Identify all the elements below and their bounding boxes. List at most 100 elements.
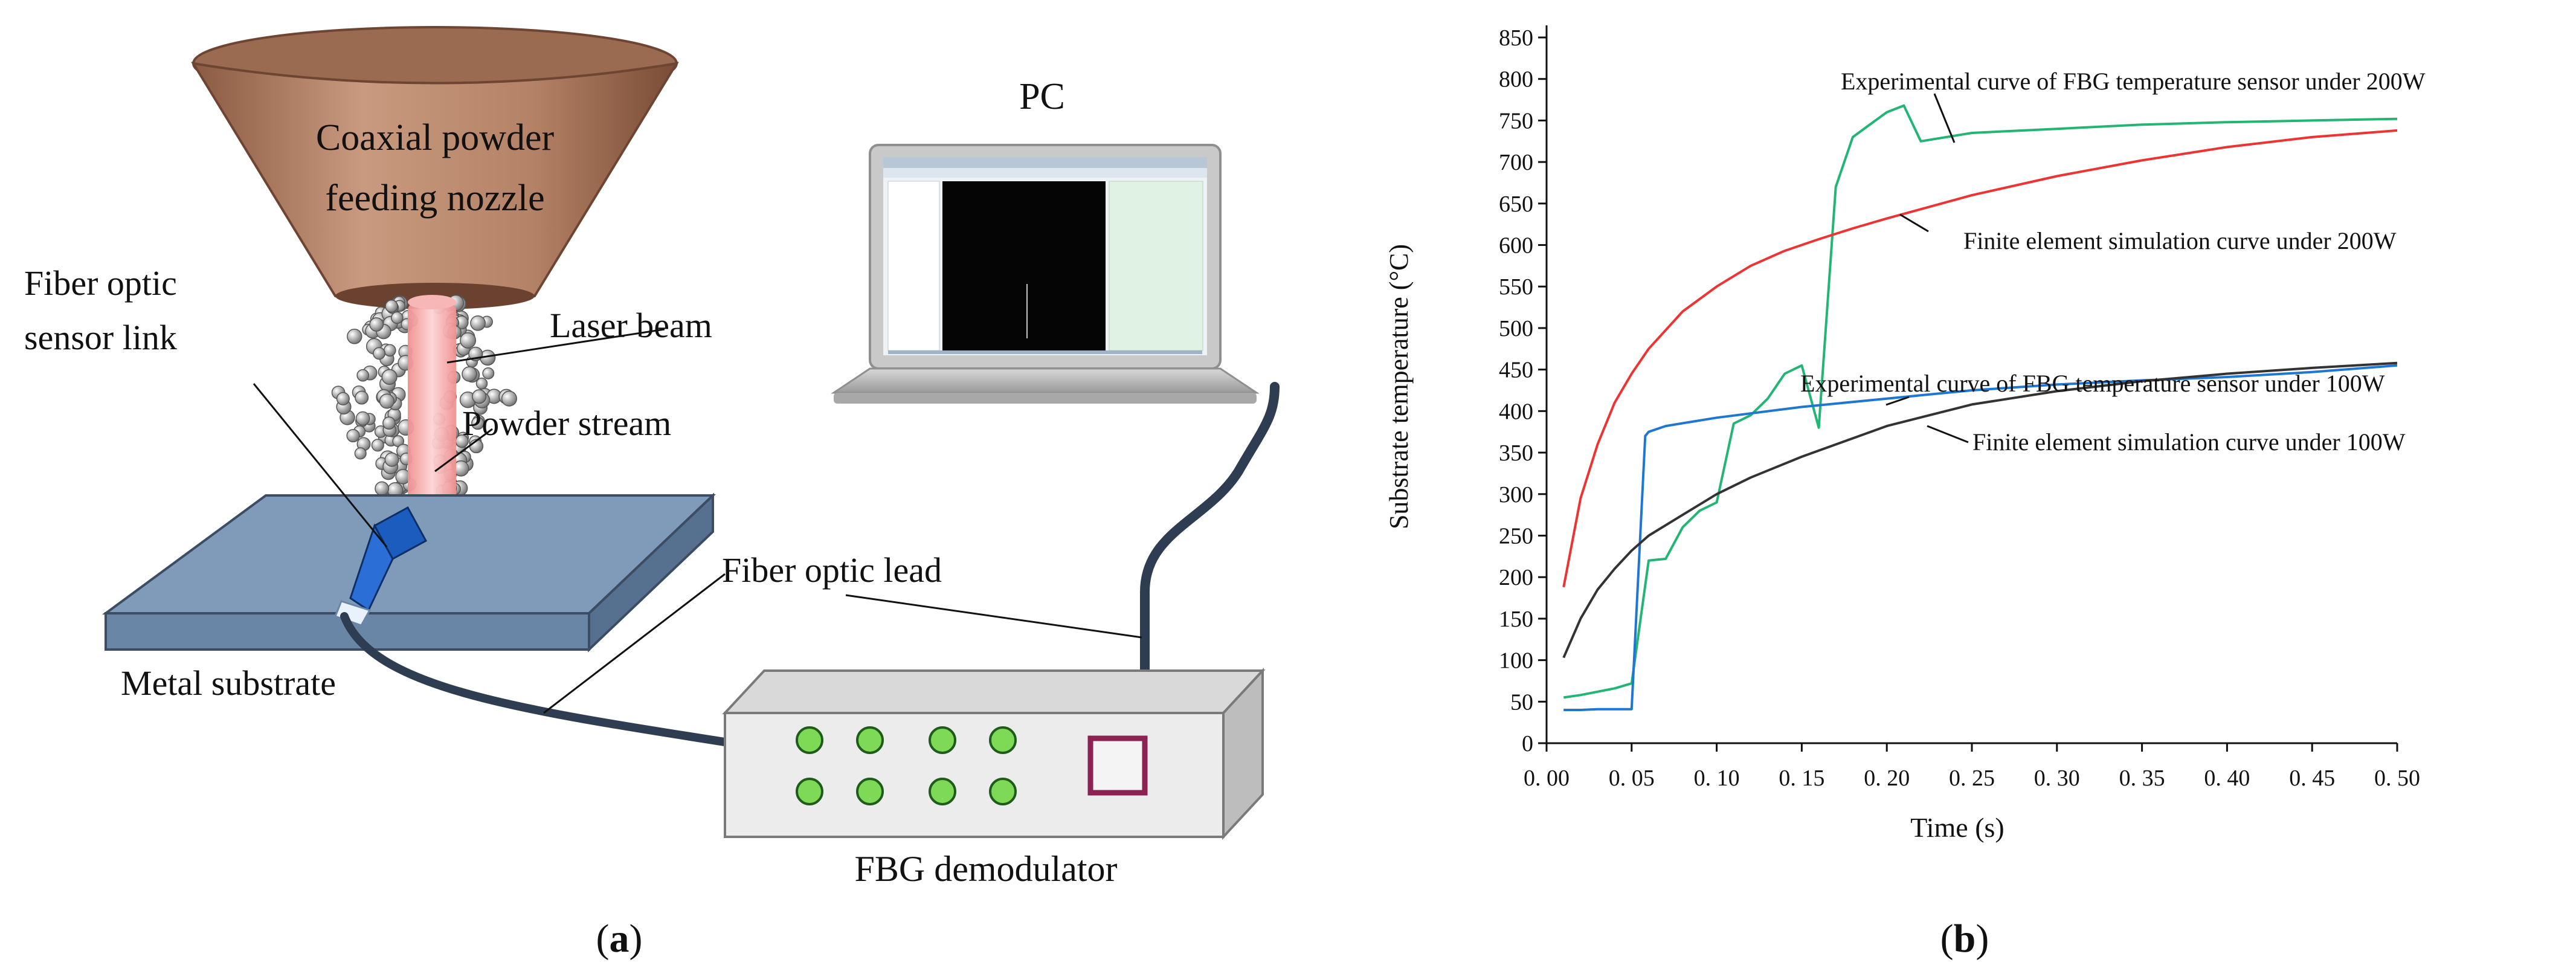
y-axis-label: Substrate temperature (°C) bbox=[1384, 244, 1414, 529]
powder-particle bbox=[382, 416, 396, 430]
y-tick-label: 750 bbox=[1499, 108, 1533, 134]
powder-particle bbox=[470, 315, 486, 331]
annotation-fe-100: Finite element simulation curve under 10… bbox=[1972, 428, 2406, 456]
caption-b-close: ) bbox=[1975, 917, 1989, 961]
y-tick-label: 800 bbox=[1499, 67, 1533, 92]
y-tick-label: 450 bbox=[1499, 358, 1533, 383]
caption-b: (b) bbox=[1940, 917, 1989, 961]
temperature-chart: 0501001502002503003504004505005506006507… bbox=[1384, 25, 2426, 961]
powder-particle bbox=[471, 416, 485, 430]
caption-a: (a) bbox=[596, 917, 643, 961]
x-tick-label: 0. 30 bbox=[2034, 766, 2080, 791]
series-line-1 bbox=[1563, 104, 2398, 699]
powder-particle bbox=[346, 428, 360, 443]
fbg-sensor bbox=[334, 506, 428, 627]
caption-b-letter: b bbox=[1954, 917, 1976, 961]
laser-beam-label: Laser beam bbox=[550, 306, 712, 345]
x-tick-label: 0. 25 bbox=[1949, 766, 1995, 791]
leader-powder-stream bbox=[434, 428, 493, 472]
x-tick-label: 0. 20 bbox=[1864, 766, 1910, 791]
fbg-demodulator-box bbox=[722, 667, 1266, 840]
y-tick-label: 650 bbox=[1499, 192, 1533, 217]
y-tick-label: 850 bbox=[1499, 25, 1533, 51]
x-tick-label: 0. 15 bbox=[1779, 766, 1824, 791]
fiber-optic-lead-cable bbox=[340, 612, 814, 760]
powder-stream-label: Powder stream bbox=[462, 404, 671, 443]
leader-laser-beam bbox=[446, 328, 665, 364]
y-tick-label: 100 bbox=[1499, 648, 1533, 674]
leader-sensor-link bbox=[253, 383, 388, 547]
chart-annotations: Experimental curve of FBG temperature se… bbox=[1800, 68, 2426, 456]
powder-particle bbox=[379, 393, 394, 409]
powder-particle bbox=[355, 390, 369, 405]
caption-a-letter: a bbox=[610, 917, 630, 961]
demodulator-pc-cable bbox=[1140, 382, 1280, 676]
annotation-exp-200: Experimental curve of FBG temperature se… bbox=[1841, 68, 2426, 95]
chart-axes: 0501001502002503003504004505005506006507… bbox=[1499, 25, 2420, 791]
leader-demodulator-cable bbox=[845, 594, 1142, 639]
y-tick-label: 700 bbox=[1499, 150, 1533, 175]
powder-particle bbox=[381, 369, 398, 385]
powder-particle bbox=[373, 347, 386, 360]
powder-particle bbox=[369, 317, 384, 332]
powder-particle bbox=[383, 344, 396, 357]
annotation-leader-fe-100 bbox=[1927, 425, 1969, 443]
x-tick-label: 0. 05 bbox=[1609, 766, 1655, 791]
powder-particle bbox=[354, 447, 367, 460]
demodulator-display-square bbox=[1087, 735, 1148, 796]
x-tick-label: 0. 00 bbox=[1524, 766, 1570, 791]
y-tick-label: 50 bbox=[1510, 689, 1533, 715]
caption-a-close: ) bbox=[630, 917, 643, 961]
powder-particle bbox=[384, 452, 399, 467]
annotation-leader-exp-200 bbox=[1933, 93, 1956, 143]
annotation-exp-100: Experimental curve of FBG temperature se… bbox=[1800, 370, 2385, 397]
powder-particle bbox=[336, 392, 350, 405]
y-tick-label: 550 bbox=[1499, 274, 1533, 300]
y-tick-label: 500 bbox=[1499, 316, 1533, 341]
series-line-2 bbox=[1562, 129, 2398, 588]
powder-particle bbox=[472, 389, 487, 404]
y-tick-label: 250 bbox=[1499, 523, 1533, 549]
powder-particle bbox=[460, 332, 477, 349]
x-tick-label: 0. 10 bbox=[1694, 766, 1740, 791]
y-tick-label: 350 bbox=[1499, 440, 1533, 466]
sensor-link-label-line2: sensor link bbox=[24, 318, 177, 357]
caption-a-open: ( bbox=[596, 917, 610, 961]
chart-series bbox=[1562, 104, 2398, 711]
x-tick-label: 0. 50 bbox=[2374, 766, 2420, 791]
x-tick-label: 0. 45 bbox=[2289, 766, 2335, 791]
y-tick-label: 600 bbox=[1499, 233, 1533, 259]
powder-particle bbox=[475, 378, 488, 390]
powder-particle bbox=[482, 367, 495, 379]
setup-diagram: Coaxial powder feeding nozzle Fiber opti… bbox=[24, 26, 1280, 961]
series-line-3 bbox=[1563, 364, 2398, 711]
powder-particle bbox=[391, 311, 404, 324]
powder-particle bbox=[347, 329, 362, 344]
fiber-optic-lead-label: Fiber optic lead bbox=[722, 550, 942, 590]
pc-label: PC bbox=[1019, 76, 1065, 117]
y-tick-label: 0 bbox=[1522, 731, 1533, 756]
powder-particle bbox=[501, 390, 517, 407]
annotation-fe-200: Finite element simulation curve under 20… bbox=[1963, 227, 2397, 254]
metal-substrate-block bbox=[101, 492, 716, 653]
laser-beam bbox=[408, 295, 456, 502]
x-axis-label: Time (s) bbox=[1910, 812, 2004, 843]
pc-laptop bbox=[831, 144, 1260, 404]
metal-substrate-label: Metal substrate bbox=[121, 663, 336, 703]
powder-particle bbox=[356, 369, 370, 382]
leader-fiber-optic-lead bbox=[543, 573, 726, 714]
fbg-demodulator-label: FBG demodulator bbox=[855, 849, 1118, 889]
nozzle-label-line1: Coaxial powder bbox=[316, 117, 555, 158]
powder-particle bbox=[462, 366, 477, 382]
sensor-link-label-line1: Fiber optic bbox=[24, 263, 177, 303]
powder-particle bbox=[385, 299, 398, 313]
caption-b-open: ( bbox=[1940, 917, 1954, 961]
y-tick-label: 300 bbox=[1499, 482, 1533, 508]
y-tick-label: 400 bbox=[1499, 399, 1533, 424]
y-tick-label: 150 bbox=[1499, 607, 1533, 632]
powder-particle bbox=[375, 481, 390, 496]
demodulator-buttons bbox=[796, 726, 1017, 805]
nozzle-label-line2: feeding nozzle bbox=[325, 178, 544, 219]
x-tick-label: 0. 35 bbox=[2119, 766, 2165, 791]
